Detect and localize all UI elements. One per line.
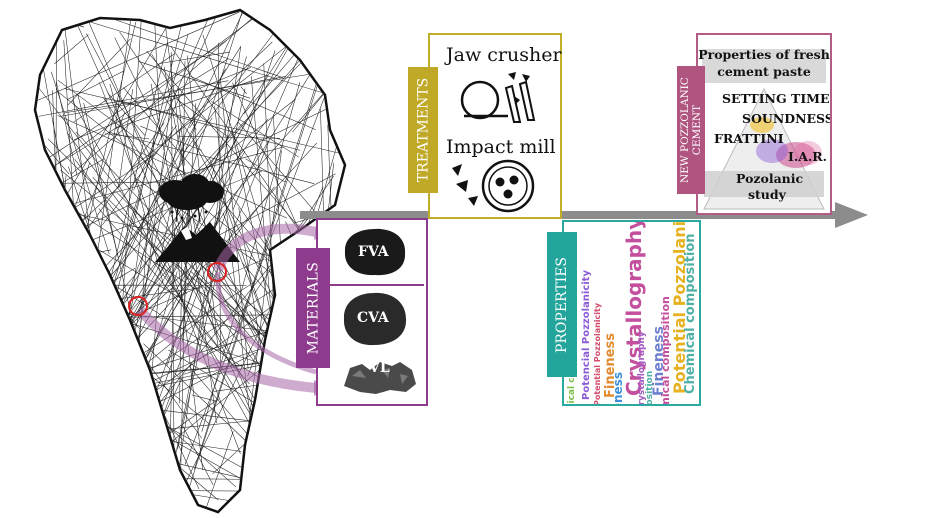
fva-label: FVA	[358, 244, 389, 260]
cloud-word: Chemical composition	[659, 296, 672, 406]
materials-label: MATERIALS	[296, 248, 330, 368]
cloud-word: Potential Pozzolanicity	[593, 302, 602, 406]
properties-label: PROPERTIES	[547, 232, 577, 377]
impact-mill-icon	[452, 159, 535, 213]
cloud-word: Fineness	[611, 372, 625, 406]
sample-site-marker	[128, 296, 148, 316]
timeline-arrow	[300, 202, 868, 228]
pozolanic-study-label-line2: study	[748, 187, 786, 202]
new-cement-label: NEW POZZOLANIC CEMENT	[677, 66, 705, 194]
setting-time-label: SETTING TIME	[722, 91, 830, 106]
iar-label: I.A.R.	[788, 149, 827, 164]
cloud-word: Potencial Pozzolanicity	[581, 270, 592, 400]
pozolanic-study-label-line1: Pozolanic	[736, 171, 804, 186]
vl-label: VL	[369, 360, 390, 376]
fresh-properties-title-line2: cement paste	[717, 64, 811, 79]
treatments-label: TREATMENTS	[408, 67, 438, 193]
cva-label: CVA	[357, 310, 389, 326]
flow-arrows	[136, 223, 318, 393]
cva-blob	[343, 292, 407, 346]
fva-blob	[344, 228, 406, 276]
jaw-crusher-icon	[460, 72, 536, 123]
sample-site-marker	[207, 262, 227, 282]
materials-divider	[318, 284, 424, 286]
jaw-crusher-label: Jaw crusher	[446, 44, 562, 66]
vl-rocks	[344, 362, 416, 394]
cloud-word: Chemical composition	[645, 371, 655, 404]
impact-mill-label: Impact mill	[446, 136, 556, 158]
fresh-properties-title-line1: Properties of fresh	[698, 47, 830, 62]
volcano-icon	[155, 174, 240, 262]
new-cement-panel: Properties of fresh cement paste SETTING…	[696, 33, 832, 215]
treatments-panel	[428, 33, 562, 219]
soundness-label: SOUNDNESS	[742, 111, 832, 126]
ternary-diagram-background	[702, 49, 826, 210]
frattini-label: FRATTINI	[714, 131, 784, 146]
cloud-word: Chemical composition	[683, 233, 698, 394]
